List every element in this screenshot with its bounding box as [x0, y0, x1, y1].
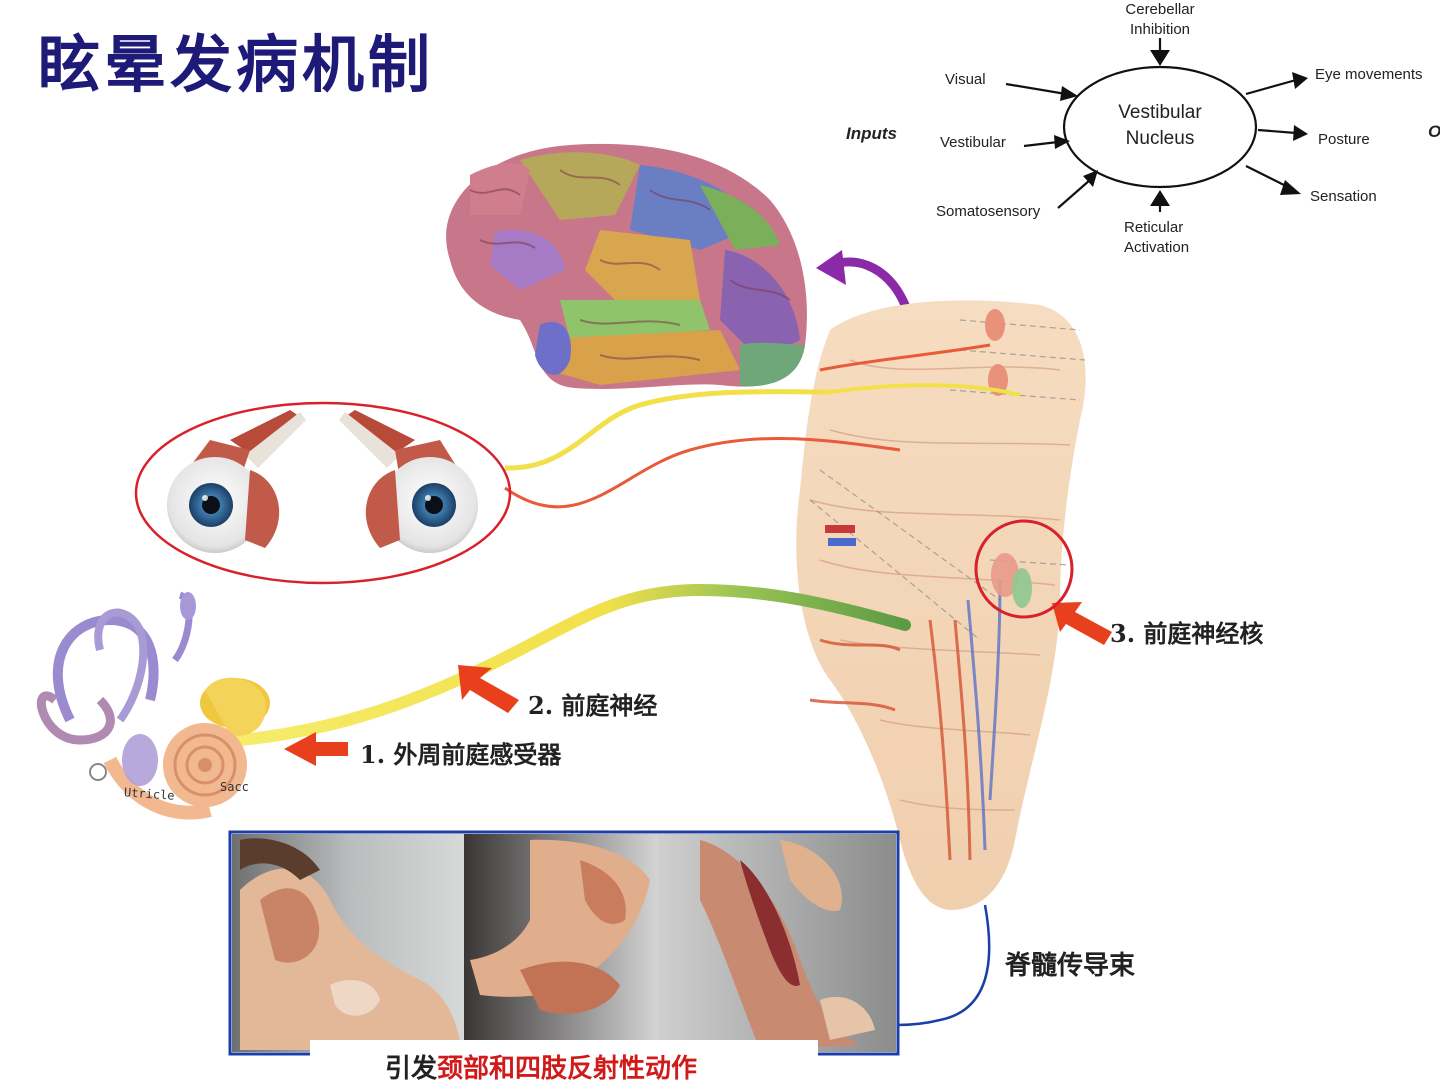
peripheral-receptor-label: 1. 外周前庭感受器 — [360, 740, 562, 769]
nucleus-highlight-circle — [974, 519, 1074, 619]
caption-highlight: 颈部和四肢反射性动作 — [437, 1054, 698, 1084]
nucleus-label-line2: Nucleus — [1125, 128, 1195, 149]
red-arrow-nucleus-icon — [1052, 602, 1112, 645]
input-visual-label: Visual — [945, 71, 986, 88]
output-posture-label: Posture — [1318, 131, 1370, 148]
right-eye-illustration — [339, 410, 478, 553]
caption-prefix: 引发 — [385, 1054, 438, 1084]
input-somatosensory-label: Somatosensory — [936, 203, 1041, 220]
cerebellar-label-line1: Cerebellar — [1125, 1, 1195, 18]
nucleus-label-line1: Vestibular — [1118, 102, 1202, 123]
brainstem-illustration — [796, 300, 1086, 910]
saccule-label: Sacc — [220, 780, 249, 794]
spinal-tract-line — [896, 904, 991, 1027]
optic-nerve-paths — [504, 343, 1021, 509]
vestibular-nucleus-schematic — [1005, 38, 1308, 212]
left-eye-illustration — [167, 410, 306, 553]
input-vestibular-label: Vestibular — [940, 134, 1006, 151]
vestibular-nerve-path — [234, 583, 911, 746]
reticular-label-line2: Activation — [1124, 239, 1190, 256]
caption: 引发颈部和四肢反射性动作 — [385, 1048, 697, 1085]
caption-backdrop — [310, 1040, 818, 1080]
spinal-tract-label: 脊髓传导束 — [1005, 951, 1136, 981]
cerebellar-inhibition-label: Cerebellar Inhibition — [1122, 0, 1198, 40]
inputs-label: Inputs — [846, 124, 897, 143]
reticular-activation-label: Reticular Activation — [1124, 218, 1189, 258]
inner-ear-illustration — [36, 591, 270, 820]
reticular-label-line1: Reticular — [1124, 219, 1184, 236]
output-sensation-label: Sensation — [1310, 188, 1377, 205]
brain-illustration — [446, 143, 807, 389]
purple-arrow-icon — [816, 250, 910, 310]
eyes-highlight-circle — [134, 401, 512, 585]
cerebellar-label-line2: Inhibition — [1129, 21, 1191, 38]
red-arrow-nerve-icon — [458, 665, 519, 713]
vestibular-nucleus-cn-label: 3. 前庭神经核 — [1110, 619, 1264, 648]
output-eye-movements-label: Eye movements — [1315, 66, 1423, 83]
vestibular-nucleus-ellipse — [1062, 65, 1258, 189]
page-title: 眩晕发病机制 — [38, 28, 435, 101]
red-arrow-peripheral-icon — [284, 732, 348, 766]
muscle-photo-panel — [228, 830, 900, 1056]
outputs-label-partial: O — [1428, 122, 1440, 141]
vestibular-nucleus-label: Vestibular Nucleus — [1112, 100, 1208, 152]
vestibular-nerve-label: 2. 前庭神经 — [528, 691, 658, 720]
